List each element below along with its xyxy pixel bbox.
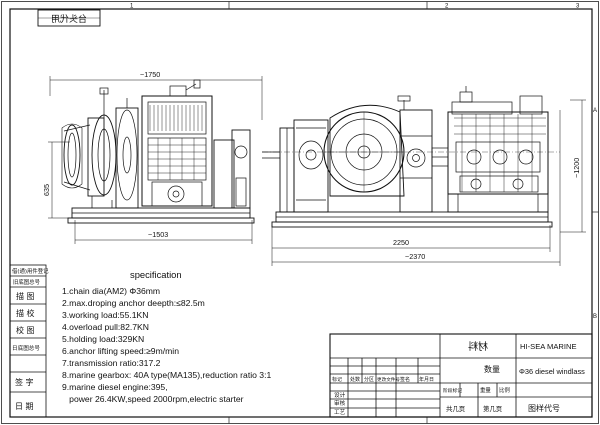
dim-front-height: ~1200 [572,158,581,178]
drawing-number-label: 图样代号 [528,403,560,413]
zone-number-3: 3 [576,4,580,10]
dim-side-width-bottom: ~1503 [148,230,168,239]
spec-line-6: 6.anchor lifting speed:≥9m/min [62,346,179,356]
zone-number-2: 2 [445,4,449,10]
stage-label: 阶段标记 [443,387,462,394]
spec-title: specification [130,269,182,280]
dim-front-width-inner: 2250 [393,238,409,247]
dim-side-height: 635 [42,184,51,196]
material-stamp: 材料 [468,340,488,353]
scale-label: 比例 [499,386,510,394]
rev-label-date: 年月日 [419,376,434,383]
left-label-2: 旧底图总号 [13,278,41,286]
left-label-4: 描 校 [16,308,35,318]
inner-frame [9,8,593,418]
role-process: 工艺 [334,409,346,416]
left-label-1: 借(通)用件登记 [12,267,49,275]
spec-line-7: 7.transmission ratio:317.2 [62,358,161,368]
sheet-total-label: 共几页 [446,404,465,413]
spec-line-8: 8.marine gearbox: 40A type(MA135),reduct… [62,370,271,380]
dim-front-width-outer: ~2370 [405,252,425,261]
rev-label-zone: 分区 [364,376,374,383]
left-approval-column [9,264,47,418]
title-block [329,333,593,418]
spec-line-3: 3.working load:55.1KN [62,310,148,320]
left-label-3: 描 图 [16,291,35,301]
weight-label: 重量 [480,386,491,394]
left-label-7: 签 字 [15,377,34,387]
drawing-name: Φ36 diesel windlass [519,367,585,376]
dim-side-width-top: ~1750 [140,70,160,79]
role-design: 设计 [334,391,346,399]
spec-line-5: 5.holding load:329KN [62,334,144,344]
spec-line-10: power 26.4KW,speed 2000rpm,electric star… [62,394,244,404]
spec-line-9: 9.marine diesel engine:395, [62,382,168,392]
left-label-8: 日 期 [15,402,34,411]
rev-label-count: 处数 [350,376,360,383]
rev-label-mark: 标记 [332,376,342,383]
zone-letter-b: B [593,314,597,320]
left-label-5: 校 图 [16,325,35,335]
side-view [48,76,263,244]
left-label-6: 日底图总号 [12,344,40,352]
quantity-label: 数量 [484,364,500,374]
spec-line-1: 1.chain dia(AM2) Φ36mm [62,286,160,296]
front-view [262,86,586,266]
zone-letter-a: A [593,108,597,114]
company-name: HI-SEA MARINE [520,342,577,351]
sheet-label: 第几页 [483,404,502,413]
rev-label-docno: 更改文件号 [377,376,400,383]
rev-label-sign: 签名 [400,376,410,383]
spec-line-2: 2.max.droping anchor deepth:≤82.5m [62,298,205,308]
zone-number-1: 1 [130,4,134,10]
spec-line-4: 4.overload pull:82.7KN [62,322,149,332]
role-review: 审核 [334,399,346,407]
stamp-text: 台头代用 [51,13,87,25]
